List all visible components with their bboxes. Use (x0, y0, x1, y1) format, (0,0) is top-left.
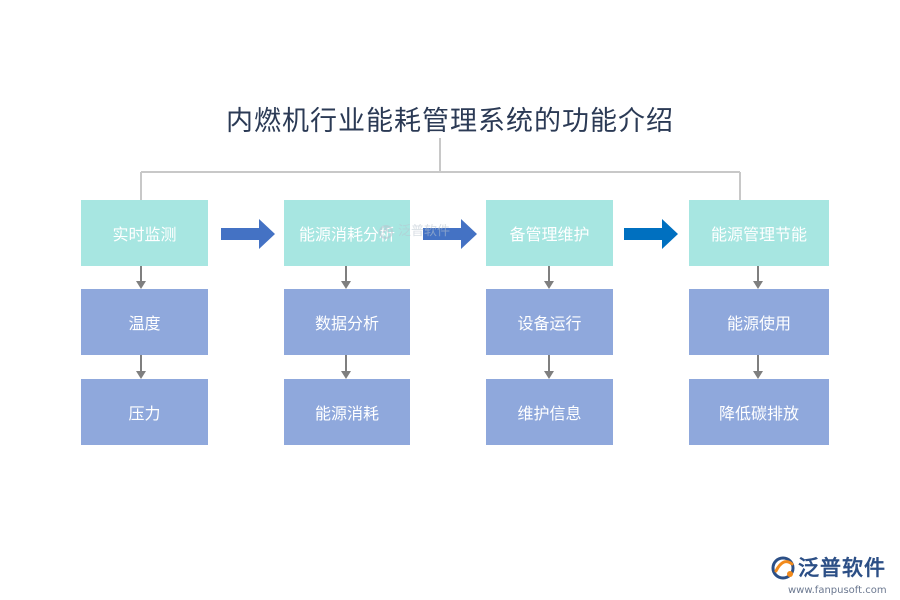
down-arrow-col2-a-head (544, 281, 554, 289)
node-energy-usage: 能源使用 (689, 289, 829, 355)
node-maintenance-info: 维护信息 (486, 379, 613, 445)
brand-logo-icon (771, 556, 795, 580)
node-equipment-operation: 设备运行 (486, 289, 613, 355)
down-arrow-col0-b-head (136, 371, 146, 379)
down-arrow-col3-b-head (753, 371, 763, 379)
flow-arrow-1 (221, 219, 275, 249)
node-equipment-maintenance: 备管理维护 (486, 200, 613, 266)
down-arrow-col2-b-head (544, 371, 554, 379)
down-arrow-col0-a-head (136, 281, 146, 289)
brand-url: www.fanpusoft.com (788, 585, 887, 596)
down-arrow-col1-b-head (341, 371, 351, 379)
watermark-text: 泛普软件 (398, 224, 451, 239)
diagram-title: 内燃机行业能耗管理系统的功能介绍 (226, 106, 674, 137)
node-energy-management-saving: 能源管理节能 (689, 200, 829, 266)
node-realtime-monitoring: 实时监测 (81, 200, 208, 266)
node-reduce-carbon: 降低碳排放 (689, 379, 829, 445)
node-temperature: 温度 (81, 289, 208, 355)
down-arrow-col3-a-head (753, 281, 763, 289)
node-energy-consumption: 能源消耗 (284, 379, 410, 445)
flow-arrow-3 (624, 219, 678, 249)
down-arrow-col1-a-head (341, 281, 351, 289)
watermark-logo-icon (379, 225, 393, 239)
node-data-analysis: 数据分析 (284, 289, 410, 355)
brand-logo: 泛普软件 www.fanpusoft.com (770, 553, 895, 599)
watermark: 泛普软件 (378, 220, 468, 244)
brand-name: 泛普软件 (798, 556, 886, 580)
node-pressure: 压力 (81, 379, 208, 445)
